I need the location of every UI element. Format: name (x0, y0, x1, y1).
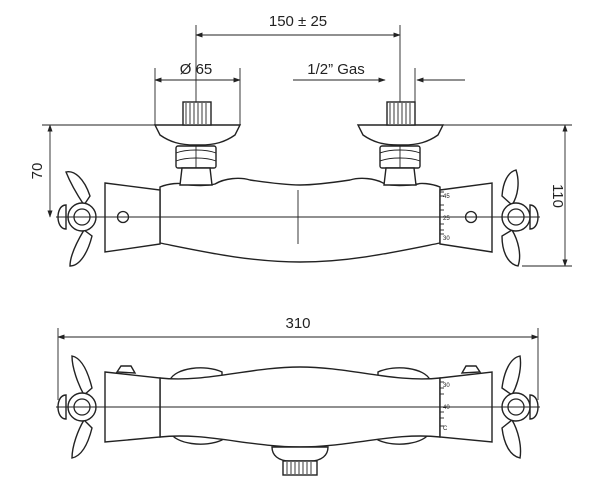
left-handle-housing (104, 182, 161, 253)
mixer-body-front (159, 177, 441, 263)
left-cross-handle-front (57, 171, 97, 267)
temperature-scale-bottom: 30 40 C (440, 381, 450, 432)
right-inlet-fitting (356, 101, 445, 186)
scale-label-45: 45 (443, 194, 450, 200)
scale-label-25: 25 (443, 216, 450, 222)
dim-total-height: 110 (549, 184, 566, 208)
scale-label-40-bottom: 40 (443, 405, 450, 411)
dim-total-width: 310 (285, 315, 310, 332)
scale-label-30: 30 (443, 236, 450, 242)
dim-thread: 1/2” Gas (307, 61, 365, 78)
outlet-fitting (271, 446, 329, 476)
dim-height-to-axis: 70 (29, 163, 46, 180)
scale-label-c-bottom: C (443, 426, 448, 432)
left-inlet-fitting (153, 101, 242, 186)
scale-label-30-bottom: 30 (443, 383, 450, 389)
bottom-view: 30 40 C (56, 355, 540, 476)
dim-inlet-diameter: Ø 65 (180, 61, 213, 78)
right-cross-handle-front (501, 169, 539, 267)
front-view: 45 25 30 (56, 101, 540, 267)
front-dimensions: 150 ± 25 Ø 65 1/2” Gas 70 110 (29, 13, 572, 267)
temperature-scale-front: 45 25 30 (440, 191, 450, 242)
dim-center-distance: 150 ± 25 (269, 13, 327, 30)
bottom-dimensions: 310 (57, 315, 539, 400)
